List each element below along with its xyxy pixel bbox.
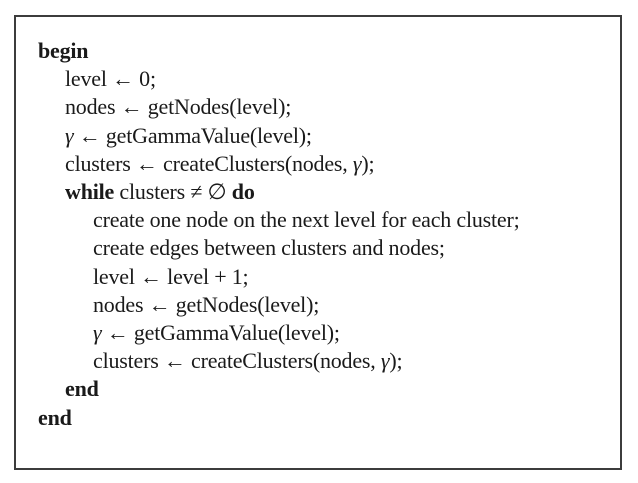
code-segment-normal: level ← 0; <box>65 66 156 92</box>
code-segment-italic: γ <box>352 150 362 176</box>
code-segment-normal: ← getGammaValue(level); <box>73 122 312 148</box>
code-line: while clusters ≠ ∅ do <box>38 178 612 206</box>
code-segment-bold: while <box>65 179 115 205</box>
code-segment-normal: clusters ← createClusters(nodes, <box>65 150 353 176</box>
code-segment-bold: do <box>231 179 255 205</box>
code-segment-normal: clusters ≠ ∅ <box>114 179 232 205</box>
code-segment-italic: γ <box>65 122 74 148</box>
code-segment-bold: begin <box>38 38 89 63</box>
code-segment-normal: clusters ← createClusters(nodes, <box>93 348 381 374</box>
code-segment-normal: create edges between clusters and nodes; <box>93 235 445 261</box>
code-line: begin <box>38 37 612 65</box>
code-segment-normal: nodes ← getNodes(level); <box>93 291 320 317</box>
code-segment-normal: create one node on the next level for ea… <box>93 207 520 233</box>
code-line: create one node on the next level for ea… <box>38 206 612 234</box>
code-line: end <box>38 404 612 432</box>
code-line: γ ← getGammaValue(level); <box>38 122 612 150</box>
code-line: nodes ← getNodes(level); <box>38 291 612 319</box>
code-segment-normal: level ← level + 1; <box>93 263 249 289</box>
code-line: γ ← getGammaValue(level); <box>38 319 612 347</box>
code-line: nodes ← getNodes(level); <box>38 93 612 121</box>
code-segment-bold: end <box>38 404 72 430</box>
code-segment-normal: nodes ← getNodes(level); <box>65 94 292 120</box>
code-segment-normal: ← getGammaValue(level); <box>101 320 340 346</box>
code-segment-normal: ); <box>389 348 403 374</box>
code-line: create edges between clusters and nodes; <box>38 234 612 262</box>
code-line: level ← 0; <box>38 65 612 93</box>
code-segment-italic: γ <box>93 320 102 346</box>
code-line: level ← level + 1; <box>38 263 612 291</box>
code-segment-normal: ); <box>361 150 375 176</box>
code-line: end <box>38 375 612 403</box>
code-segment-bold: end <box>65 376 99 402</box>
code-line: clusters ← createClusters(nodes, γ); <box>38 150 612 178</box>
code-segment-italic: γ <box>380 348 390 374</box>
code-line: clusters ← createClusters(nodes, γ); <box>38 347 612 375</box>
